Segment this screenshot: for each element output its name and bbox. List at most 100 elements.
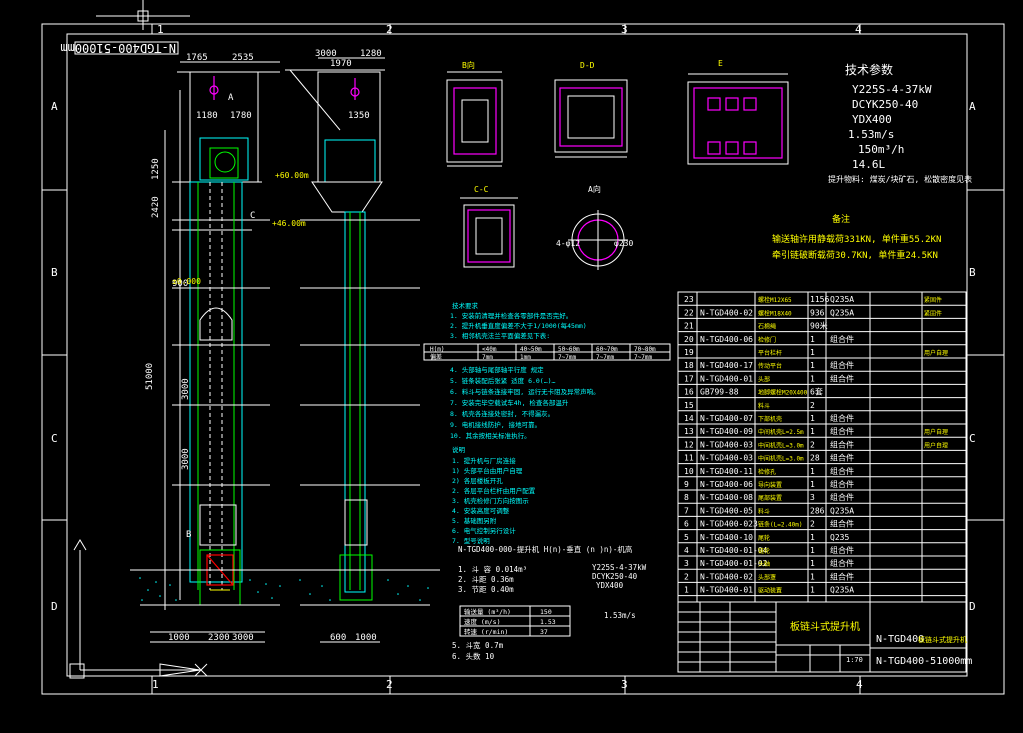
bom-cell-r3-c2: 检修门 xyxy=(758,336,776,344)
bom-cell-r2-c0: 21 xyxy=(684,322,694,331)
bom-cell-r0-c2: 螺栓M12X65 xyxy=(758,296,792,304)
bom-cell-r15-c2: 尾部装置 xyxy=(758,494,782,502)
bom-cell-r11-c6: 用户自理 xyxy=(924,441,948,449)
dim-900: 900 xyxy=(172,279,188,289)
col-label-bottom-2: 2 xyxy=(386,678,393,691)
sub-item-9: 7. 型号说明 xyxy=(452,536,490,545)
bom-cell-r3-c4: 组合件 xyxy=(830,334,854,344)
perf-value-2: 1.53 xyxy=(540,618,556,626)
ground-hatch xyxy=(139,577,429,601)
bom-cell-r21-c0: 2 xyxy=(684,572,689,581)
dim-2420: 2420 xyxy=(151,196,161,218)
label-c: C xyxy=(250,211,255,221)
dim-1765: 1765 xyxy=(186,53,208,63)
bom-cell-r19-c0: 4 xyxy=(684,546,689,555)
bom-cell-r9-c1: N-TGD400-07 xyxy=(700,414,753,423)
circle-dim-dia: φ230 xyxy=(614,239,633,248)
zone-ticks xyxy=(42,24,1004,694)
bom-cell-r1-c3: 936 xyxy=(810,308,825,317)
dim-3000-a: 3000 xyxy=(181,378,191,400)
bom-cell-r12-c1: N-TGD400-03 xyxy=(700,454,753,463)
bom-cell-r10-c3: 1 xyxy=(810,427,815,436)
bom-cell-r5-c0: 18 xyxy=(684,361,694,370)
side-elevation-view xyxy=(285,57,440,643)
bom-cell-r22-c3: 1 xyxy=(810,586,815,595)
spec-left-2: 2. 斗距 0.36m xyxy=(458,575,514,584)
bom-cell-r11-c0: 12 xyxy=(684,440,694,449)
bom-cell-r21-c4: 组合件 xyxy=(830,571,854,581)
dim-1000: 1000 xyxy=(168,633,190,643)
bom-cell-r19-c2: 链轮 xyxy=(758,547,770,555)
tech-param-capacity: 150m³/h xyxy=(858,143,904,156)
tech-param-note: 提升物料: 煤炭/块矿石, 松散密度见表 xyxy=(828,174,972,184)
bom-cell-r10-c1: N-TGD400-09 xyxy=(700,427,753,436)
label-a: A xyxy=(228,93,234,103)
dev-th-5: 70~80m xyxy=(634,346,656,353)
bom-cell-r4-c3: 1 xyxy=(810,348,815,357)
col-label-top-3: 3 xyxy=(621,23,628,36)
sub-item-2: 1) 头部平台由用户自理 xyxy=(452,466,523,475)
spec-right-4: 1.53m/s xyxy=(604,611,636,620)
spec-left-3: 3. 节距 0.40m xyxy=(458,585,514,594)
sub-item-4: 2. 各层平台栏杆由用户配置 xyxy=(452,486,536,495)
bom-cell-r15-c3: 3 xyxy=(810,493,815,502)
spec-right-3: YDX400 xyxy=(596,581,624,590)
bom-cell-r13-c4: 组合件 xyxy=(830,466,854,476)
bom-cell-r14-c3: 1 xyxy=(810,480,815,489)
bom-cell-r11-c3: 2 xyxy=(810,440,815,449)
row-label-right-d: D xyxy=(969,600,976,613)
sub-title: 说明 xyxy=(452,445,466,454)
bom-cell-r17-c4: 组合件 xyxy=(830,519,854,529)
bom-cell-r5-c3: 1 xyxy=(810,361,815,370)
dim-1250: 1250 xyxy=(151,158,161,180)
dim-side-1000: 1000 xyxy=(355,633,377,643)
bom-cell-r16-c2: 料斗 xyxy=(758,507,770,515)
bom-cell-r18-c1: N-TGD400-10 xyxy=(700,533,753,542)
dev-td-4: 7~7mm xyxy=(596,354,614,361)
bom-cell-r4-c2: 平台栏杆 xyxy=(758,349,782,357)
dim-side-1970: 1970 xyxy=(330,59,352,69)
bom-cell-r7-c2: 地脚螺栓M20X400 xyxy=(758,389,808,397)
bom-cell-r14-c4: 组合件 xyxy=(830,479,854,489)
dev-td-3: 7~7mm xyxy=(558,354,576,361)
section-label-dd: D-D xyxy=(580,61,595,70)
bom-cell-r20-c4: 组合件 xyxy=(830,558,854,568)
bom-cell-r8-c0: 15 xyxy=(684,401,694,410)
circle-dim-holes: 4-φ12 xyxy=(556,239,580,248)
bom-cell-r6-c1: N-TGD400-01 xyxy=(700,374,753,383)
bom-cell-r13-c1: N-TGD400-11 xyxy=(700,467,753,476)
dim-2300: 2300 xyxy=(208,633,230,643)
section-e-view xyxy=(687,73,789,165)
bom-cell-r22-c0: 1 xyxy=(684,586,689,595)
dim-1180: 1180 xyxy=(196,111,218,121)
bom-cell-r9-c0: 14 xyxy=(684,414,694,423)
bom-cell-r19-c1: N-TGD400-01-04 xyxy=(700,546,768,555)
tech-req-3: 3. 相邻机壳法兰平面偏差见下表: xyxy=(450,331,550,340)
bom-cell-r0-c6: 紧固件 xyxy=(924,296,942,304)
row-label-right-b: B xyxy=(969,266,976,279)
bom-cell-r10-c4: 组合件 xyxy=(830,426,854,436)
bom-cell-r9-c2: 下部机壳 xyxy=(758,415,782,423)
dev-td-1: 7mm xyxy=(482,354,493,361)
bom-cell-r11-c2: 中间机壳L=3.0m xyxy=(758,441,804,449)
bom-cell-r8-c3: 2 xyxy=(810,401,815,410)
bom-cell-r5-c1: N-TGD400-17 xyxy=(700,361,753,370)
bom-cell-r20-c2: 头轴 xyxy=(758,560,770,568)
bom-cell-r12-c4: 组合件 xyxy=(830,453,854,463)
perf-label-2: 速度 (m/s) xyxy=(464,617,500,626)
row-label-right-c: C xyxy=(969,432,976,445)
bom-cell-r1-c6: 紧固件 xyxy=(924,309,942,317)
section-label-a: A向 xyxy=(588,184,601,194)
title-code-suffix: 板链斗式提升机 xyxy=(918,635,967,644)
perf-value-3: 37 xyxy=(540,628,548,636)
bom-cell-r6-c4: 组合件 xyxy=(830,373,854,383)
elevation-1: +60.00m xyxy=(275,171,309,180)
dev-th-1: <40m xyxy=(482,346,497,353)
tech-req-2: 2. 提升机垂直度偏差不大于1/1000(每45mm) xyxy=(450,321,587,330)
perf-value-1: 150 xyxy=(540,608,552,616)
dim-51000: 51000 xyxy=(145,363,155,390)
dim-3000-c: 3000 xyxy=(232,633,254,643)
deviation-table xyxy=(423,343,671,361)
bom-cell-r13-c0: 10 xyxy=(684,467,694,476)
bom-cell-r22-c2: 驱动装置 xyxy=(758,587,782,595)
